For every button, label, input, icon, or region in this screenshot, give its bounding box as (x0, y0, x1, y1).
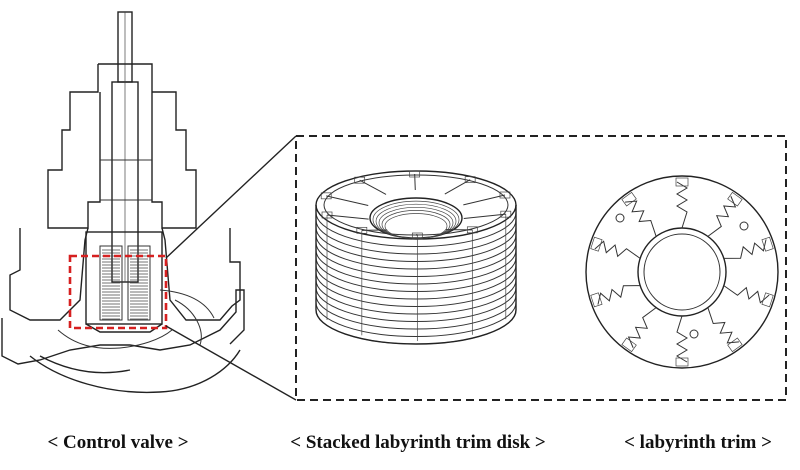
labyrinth-trim-drawing (585, 175, 779, 369)
caption-labyrinth-trim: < labyrinth trim > (624, 432, 772, 453)
detail-frame (295, 135, 787, 401)
highlight-box (68, 254, 168, 330)
stacked-disk-drawing (315, 170, 517, 345)
connector-bottom (165, 325, 297, 401)
caption-control-valve: < Control valve > (47, 432, 189, 453)
control-valve-drawing (1, 11, 245, 394)
connector-top (165, 135, 297, 259)
caption-stacked-disk: < Stacked labyrinth trim disk > (290, 432, 546, 453)
